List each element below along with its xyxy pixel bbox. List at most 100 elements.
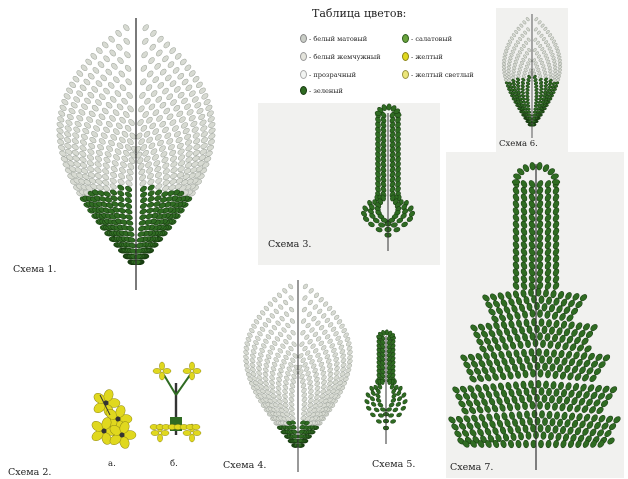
bead xyxy=(536,380,541,388)
bead xyxy=(549,326,556,335)
bead xyxy=(288,396,295,402)
bead xyxy=(506,69,511,73)
bead xyxy=(125,208,134,215)
bead xyxy=(166,93,174,101)
bead xyxy=(483,337,492,346)
bead xyxy=(80,64,88,72)
bead xyxy=(457,400,466,409)
bead xyxy=(333,361,340,367)
bead xyxy=(516,77,521,81)
bead xyxy=(534,101,539,105)
bead xyxy=(544,77,549,81)
bead xyxy=(548,33,553,37)
bead xyxy=(139,202,148,210)
bead xyxy=(541,303,547,312)
bead xyxy=(539,296,545,304)
flower-center xyxy=(120,433,125,438)
bead xyxy=(538,369,544,377)
bead xyxy=(282,393,289,399)
bead xyxy=(140,64,148,72)
bead xyxy=(184,64,192,72)
bead xyxy=(453,430,462,439)
bead xyxy=(285,322,291,329)
bead xyxy=(192,155,201,163)
color-legend: Таблица цветов: - белый матовый - салато… xyxy=(290,0,500,100)
bead xyxy=(511,75,516,79)
bead xyxy=(542,418,548,426)
bead xyxy=(468,406,477,415)
bead xyxy=(115,43,123,51)
bead xyxy=(185,150,194,158)
bead xyxy=(192,424,200,429)
bead xyxy=(188,90,196,98)
bead xyxy=(207,138,216,146)
bead xyxy=(122,110,130,118)
bead xyxy=(159,68,167,76)
bead xyxy=(522,310,529,319)
bead xyxy=(208,133,217,141)
bead xyxy=(87,72,95,80)
bead xyxy=(537,401,543,409)
bead xyxy=(308,393,315,399)
bead xyxy=(188,69,196,77)
bead xyxy=(530,369,536,377)
bead xyxy=(547,85,552,89)
bead xyxy=(606,437,615,446)
bead xyxy=(312,331,319,337)
bead xyxy=(521,97,526,101)
bead xyxy=(556,75,561,79)
bead xyxy=(291,341,297,348)
bead xyxy=(146,207,154,214)
bead xyxy=(541,326,547,334)
bead xyxy=(476,374,485,383)
bead xyxy=(534,104,539,108)
bead xyxy=(185,144,194,152)
bead xyxy=(193,430,201,435)
bead xyxy=(333,314,340,320)
bead xyxy=(150,89,158,97)
bead xyxy=(447,416,456,425)
bead xyxy=(523,440,529,448)
bead xyxy=(138,219,146,226)
bead xyxy=(94,161,103,169)
bead xyxy=(101,107,109,115)
bead xyxy=(114,89,122,97)
bead xyxy=(326,305,333,311)
bead xyxy=(300,329,306,336)
bead xyxy=(139,191,148,199)
bead xyxy=(305,322,311,329)
bead xyxy=(289,318,295,325)
bead xyxy=(537,30,541,35)
bead xyxy=(327,380,334,386)
bead xyxy=(546,388,552,396)
bead xyxy=(162,167,171,175)
bead xyxy=(544,333,551,342)
bead xyxy=(269,313,276,319)
bead xyxy=(552,281,560,290)
bead xyxy=(340,358,347,364)
bead xyxy=(552,425,559,434)
bead xyxy=(526,37,530,42)
bead xyxy=(537,20,541,25)
bead xyxy=(545,440,551,448)
bead xyxy=(546,30,551,35)
bead xyxy=(512,179,520,184)
bead xyxy=(520,84,525,88)
bead xyxy=(318,324,325,330)
bead xyxy=(484,301,493,310)
bead xyxy=(304,334,310,341)
bead xyxy=(262,322,269,328)
bead xyxy=(286,334,292,341)
bead xyxy=(157,81,165,89)
bead xyxy=(375,397,381,403)
bead xyxy=(95,79,103,87)
bead xyxy=(392,407,398,413)
bead xyxy=(495,306,504,315)
bead xyxy=(189,372,194,380)
bead xyxy=(288,295,294,302)
bead xyxy=(542,363,548,371)
bead xyxy=(172,66,180,74)
bead xyxy=(119,83,127,91)
bead xyxy=(86,159,95,167)
scheme-5-caption: Схема 5. xyxy=(372,459,415,470)
